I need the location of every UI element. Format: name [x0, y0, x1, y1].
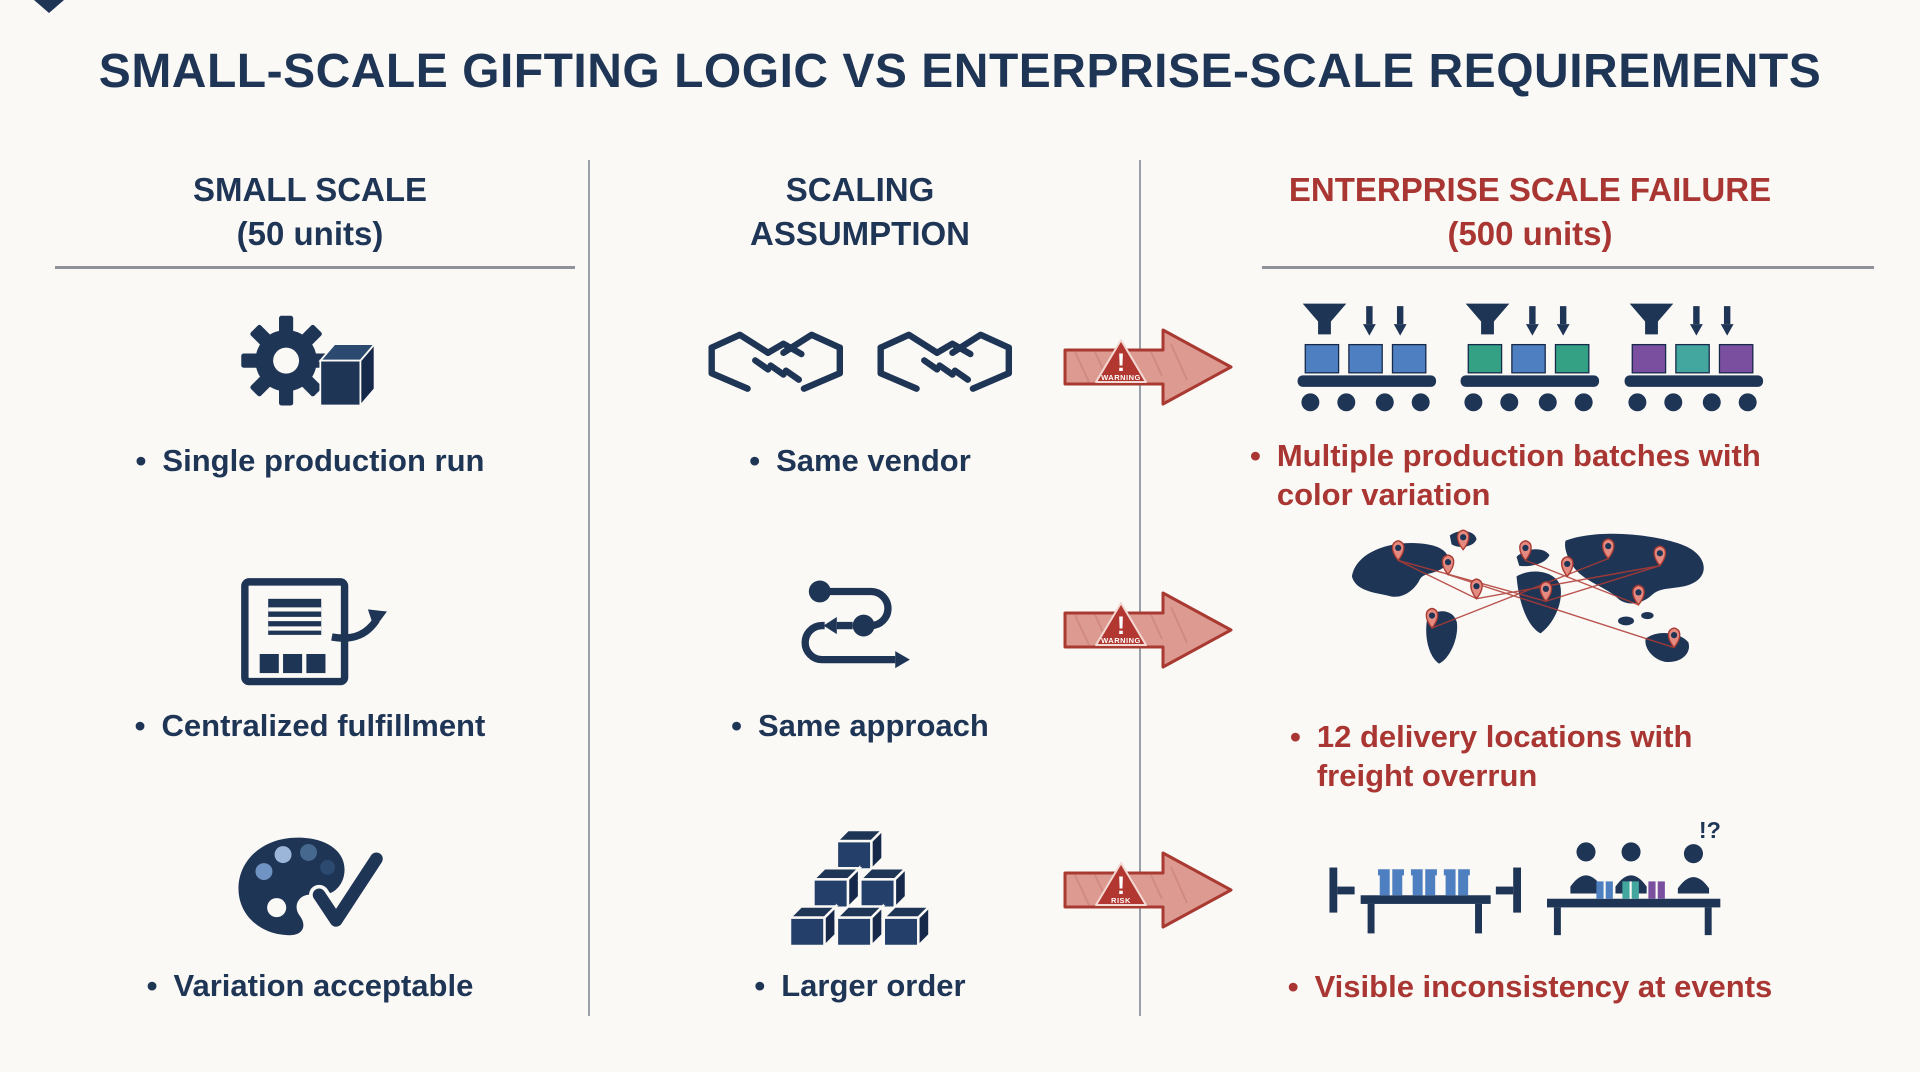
header-underline-right: [1262, 266, 1874, 269]
production-batch-icon: [1460, 303, 1600, 412]
column-header-line2: ASSUMPTION: [749, 214, 970, 252]
cell-row1-assumption: • Same vendor: [610, 295, 1110, 481]
cell-row2-small: • Centralized fulfillment: [40, 560, 580, 746]
column-header-small-scale: SMALL SCALE (50 units): [40, 168, 580, 255]
bullet: •: [731, 708, 742, 743]
item-label: • Variation acceptable: [147, 967, 474, 1006]
item-label: • Visible inconsistency at events: [1288, 968, 1773, 1007]
exclaim-glyph: !: [1117, 612, 1125, 640]
bullet: •: [754, 968, 766, 1003]
world-map-icon: [1351, 529, 1704, 664]
column-header-line1: SMALL SCALE: [192, 171, 428, 208]
palette-check-icon: [238, 837, 387, 935]
page-title: SMALL-SCALE GIFTING LOGIC VS ENTERPRISE-…: [98, 45, 1822, 98]
item-label: • Same vendor: [749, 442, 971, 481]
item-text: Same approach: [757, 708, 989, 743]
risk-arrow-icon: ! RISK: [1063, 851, 1233, 929]
bullet: •: [135, 443, 147, 478]
cell-row2-assumption: • Same approach: [610, 560, 1110, 746]
warning-arrow: ! WARNING: [1063, 324, 1235, 410]
handshake-icon: [877, 331, 1013, 392]
bullet: •: [749, 443, 761, 478]
event-tables-icon: !?: [1329, 819, 1721, 936]
column-header-line2: (500 units): [1447, 214, 1613, 252]
item-label: • Larger order: [754, 967, 965, 1006]
item-text: Same vendor: [776, 443, 971, 478]
bullet: •: [1290, 719, 1301, 754]
column-header-line2: (50 units): [236, 214, 384, 252]
arrow-label: RISK: [1111, 896, 1131, 905]
column-header-line1: ENTERPRISE SCALE FAILURE: [1288, 171, 1772, 208]
item-label: • 12 delivery locations with freight ove…: [1290, 718, 1770, 796]
item-text: Larger order: [781, 968, 966, 1003]
process-path-icon: [801, 580, 910, 668]
arrow-label: WARNING: [1101, 636, 1141, 645]
handshake-icon: [707, 331, 843, 392]
exclaim-glyph: !: [1117, 872, 1125, 900]
header-underline-left: [55, 266, 575, 269]
cell-row3-small: • Variation acceptable: [40, 820, 580, 1006]
item-text: 12 delivery locations with freight overr…: [1316, 719, 1693, 793]
cell-row1-failure: • Multiple production batches with color…: [1180, 295, 1880, 515]
warning-arrow-icon: ! WARNING: [1063, 591, 1233, 669]
item-text: Visible inconsistency at events: [1314, 969, 1773, 1004]
item-text: Single production run: [162, 443, 485, 478]
risk-arrow: ! RISK: [1063, 847, 1235, 933]
column-header-enterprise-failure: ENTERPRISE SCALE FAILURE (500 units): [1180, 168, 1880, 255]
cell-row3-assumption: • Larger order: [610, 820, 1110, 1006]
column-header-line1: SCALING: [785, 171, 935, 208]
warehouse-icon: [241, 577, 388, 685]
cell-row1-small: • Single production run: [40, 295, 580, 481]
exclaim-glyph: !: [1117, 349, 1125, 377]
item-text: Variation acceptable: [173, 968, 474, 1003]
item-label: • Single production run: [136, 442, 485, 481]
item-label: • Centralized fulfillment: [135, 707, 486, 746]
bullet: •: [134, 708, 146, 743]
corner-mark: [34, 0, 64, 13]
warning-arrow: ! WARNING: [1063, 587, 1235, 673]
cell-row3-failure: !? • Visible inconsistency at events: [1180, 818, 1880, 1007]
column-header-scaling-assumption: SCALING ASSUMPTION: [620, 168, 1100, 255]
gear-box-icon: [241, 315, 377, 408]
column-divider-1: [588, 160, 590, 1016]
confusion-glyph: !?: [1699, 819, 1721, 843]
item-text: Centralized fulfillment: [161, 708, 486, 743]
item-text: Multiple production batches with color v…: [1276, 438, 1761, 512]
column-divider-2: [1139, 160, 1141, 1016]
cell-row2-failure: • 12 delivery locations with freight ove…: [1180, 522, 1880, 796]
boxes-stack-icon: [790, 829, 930, 946]
bullet: •: [1287, 969, 1299, 1004]
production-batch-icon: [1297, 303, 1436, 412]
bullet: •: [146, 968, 158, 1003]
arrow-label: WARNING: [1101, 373, 1141, 382]
item-label: • Multiple production batches with color…: [1250, 437, 1810, 515]
production-batch-icon: [1624, 303, 1763, 412]
item-label: • Same approach: [731, 707, 989, 746]
bullet: •: [1250, 438, 1261, 473]
warning-arrow-icon: ! WARNING: [1063, 328, 1233, 406]
